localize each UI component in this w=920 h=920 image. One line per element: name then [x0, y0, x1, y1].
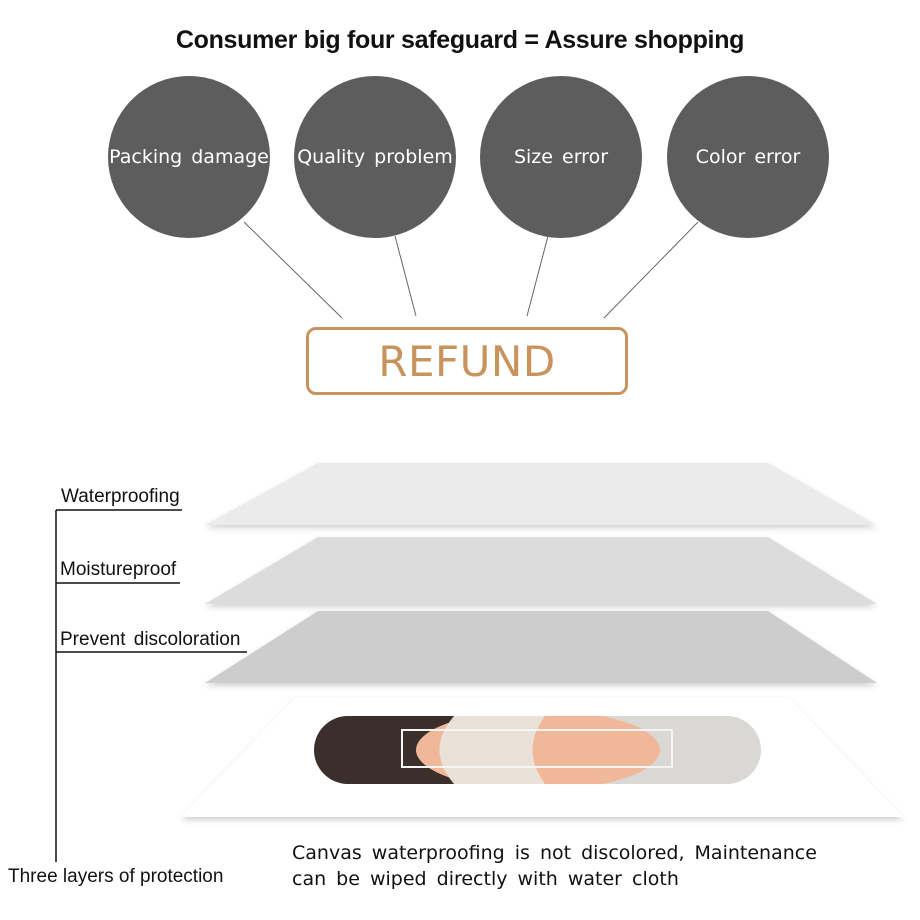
description-text: Canvas waterproofing is not discolored, …: [292, 840, 817, 892]
connector-line-2: [394, 235, 417, 317]
canvas-artwork: [314, 716, 761, 784]
layer-label-prevent-discoloration: Prevent discoloration: [60, 629, 241, 650]
description-line-2: can be wiped directly with water cloth: [292, 868, 679, 890]
connector-line-1: [243, 221, 343, 319]
layer-label-moistureproof: Moistureproof: [60, 559, 177, 580]
layer-prevent-discoloration: [205, 611, 877, 683]
layer-waterproofing: [205, 463, 877, 525]
refund-box: REFUND: [306, 327, 628, 395]
canvas-artwork-frame: [401, 729, 673, 768]
refund-label: REFUND: [378, 336, 556, 386]
connector-line-3: [526, 235, 549, 317]
safeguard-circle-size-error: Size error: [480, 76, 642, 238]
protection-label: Three layers of protection: [8, 866, 224, 887]
safeguard-circle-color-error: Color error: [667, 76, 829, 238]
safeguard-circle-packing-damage: Packing damage: [108, 76, 270, 238]
description-line-1: Canvas waterproofing is not discolored, …: [292, 842, 817, 864]
safeguard-circle-quality-problem: Quality problem: [294, 76, 456, 238]
layer-moistureproof: [205, 537, 877, 604]
connector-line-4: [603, 221, 699, 319]
layer-label-waterproofing: Waterproofing: [61, 486, 180, 507]
page-title: Consumer big four safeguard = Assure sho…: [175, 26, 745, 54]
